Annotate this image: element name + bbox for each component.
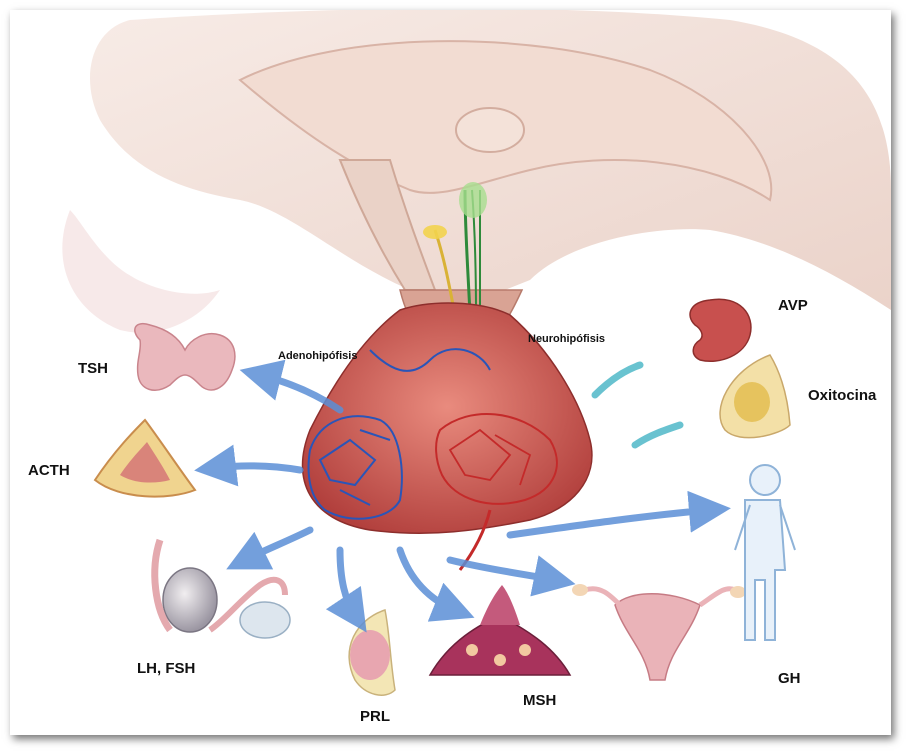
label-msh: MSH bbox=[523, 692, 556, 709]
gonads-organ bbox=[155, 540, 290, 638]
label-oxitocina: Oxitocina bbox=[808, 387, 876, 404]
breast-organ-oxitocina bbox=[720, 355, 790, 438]
kidney-organ bbox=[690, 299, 751, 361]
posterior-arrows bbox=[595, 365, 680, 445]
label-acth: ACTH bbox=[28, 462, 70, 479]
pituitary-illustration bbox=[10, 10, 891, 735]
label-prl: PRL bbox=[360, 708, 390, 725]
human-body-gh bbox=[735, 465, 795, 640]
adrenal-organ bbox=[95, 420, 195, 497]
skin-organ-msh bbox=[430, 585, 570, 675]
thyroid-organ bbox=[135, 324, 235, 391]
diagram-canvas: TSH ACTH LH, FSH PRL MSH GH AVP Oxitocin… bbox=[10, 10, 891, 735]
label-adenohipofisis: Adenohipófisis bbox=[278, 350, 357, 362]
uterus-organ bbox=[572, 584, 746, 680]
breast-organ-prl bbox=[349, 610, 395, 695]
label-gh: GH bbox=[778, 670, 801, 687]
label-avp: AVP bbox=[778, 297, 808, 314]
label-lh-fsh: LH, FSH bbox=[137, 660, 195, 677]
label-tsh: TSH bbox=[78, 360, 108, 377]
label-neurohipofisis: Neurohipófisis bbox=[528, 333, 605, 345]
